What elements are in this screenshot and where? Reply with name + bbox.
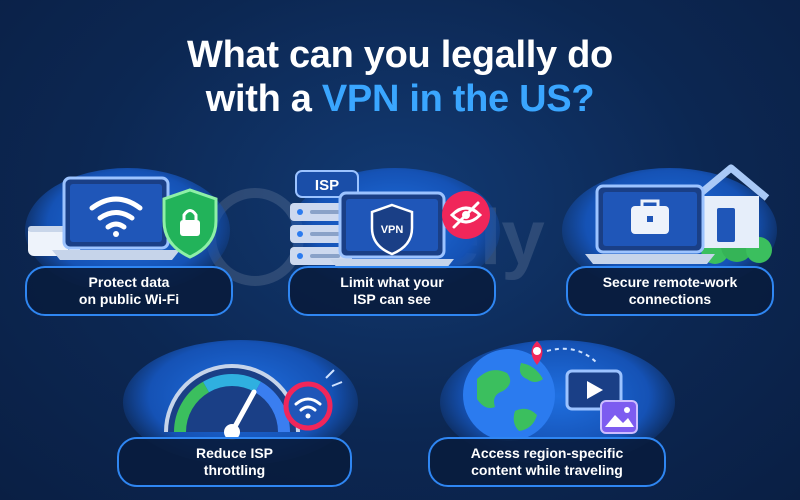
feature-5-illustration: [463, 341, 638, 441]
feature-4-line-2: throttling: [203, 462, 266, 478]
feature-2-line-1: Limit what your: [340, 274, 444, 290]
laptop-icon: [52, 176, 180, 260]
server-icon: [290, 203, 352, 265]
feature-3-line-1: Secure remote-work: [602, 274, 738, 290]
feature-3-illustration: [585, 164, 772, 264]
feature-card-reduce-throttling: Reduce ISP throttling: [117, 437, 352, 487]
feature-card-secure-remote-work: Secure remote-work connections: [566, 266, 774, 316]
feature-card-access-region-content: Access region-specific content while tra…: [428, 437, 666, 487]
feature-5-line-2: content while traveling: [471, 462, 623, 478]
feature-1-illustration: [28, 176, 218, 260]
speedometer-icon: [164, 364, 300, 440]
house-icon: [692, 164, 770, 248]
feature-3-line-2: connections: [628, 291, 712, 307]
map-pin-icon: [531, 341, 543, 365]
vpn-shield-icon: VPN: [370, 203, 414, 256]
route-line: [546, 347, 598, 364]
wifi-badge-icon: [283, 369, 343, 431]
briefcase-icon: [631, 199, 669, 234]
image-icon: [600, 400, 638, 434]
title-line-2: with a VPN in the US?: [0, 77, 800, 121]
title-line-1: What can you legally do: [187, 34, 613, 76]
feature-4-line-1: Reduce ISP: [195, 445, 274, 461]
vpn-label: VPN: [381, 224, 404, 236]
feature-5-line-1: Access region-specific: [470, 445, 624, 461]
wifi-icon: [89, 196, 143, 237]
title-line-2-prefix: with a: [205, 78, 312, 120]
title-line-2-highlight: VPN in the US?: [321, 78, 595, 120]
feature-2-illustration: ISP VPN: [290, 170, 490, 269]
video-player-icon: [565, 369, 623, 411]
feature-card-protect-data: Protect data on public Wi-Fi: [25, 266, 233, 316]
feature-1-line-1: Protect data: [88, 274, 170, 290]
feature-card-limit-isp: Limit what your ISP can see: [288, 266, 496, 316]
feature-1-line-2: on public Wi-Fi: [78, 291, 180, 307]
eye-off-icon: [442, 191, 490, 239]
isp-label: ISP: [315, 177, 339, 194]
shield-lock-icon: [162, 188, 218, 259]
feature-2-line-2: ISP can see: [353, 291, 431, 307]
feature-4-illustration: [164, 364, 343, 440]
page-title: What can you legally do with a VPN in th…: [0, 33, 800, 121]
globe-icon: [463, 349, 555, 441]
isp-tag: ISP: [295, 170, 359, 198]
